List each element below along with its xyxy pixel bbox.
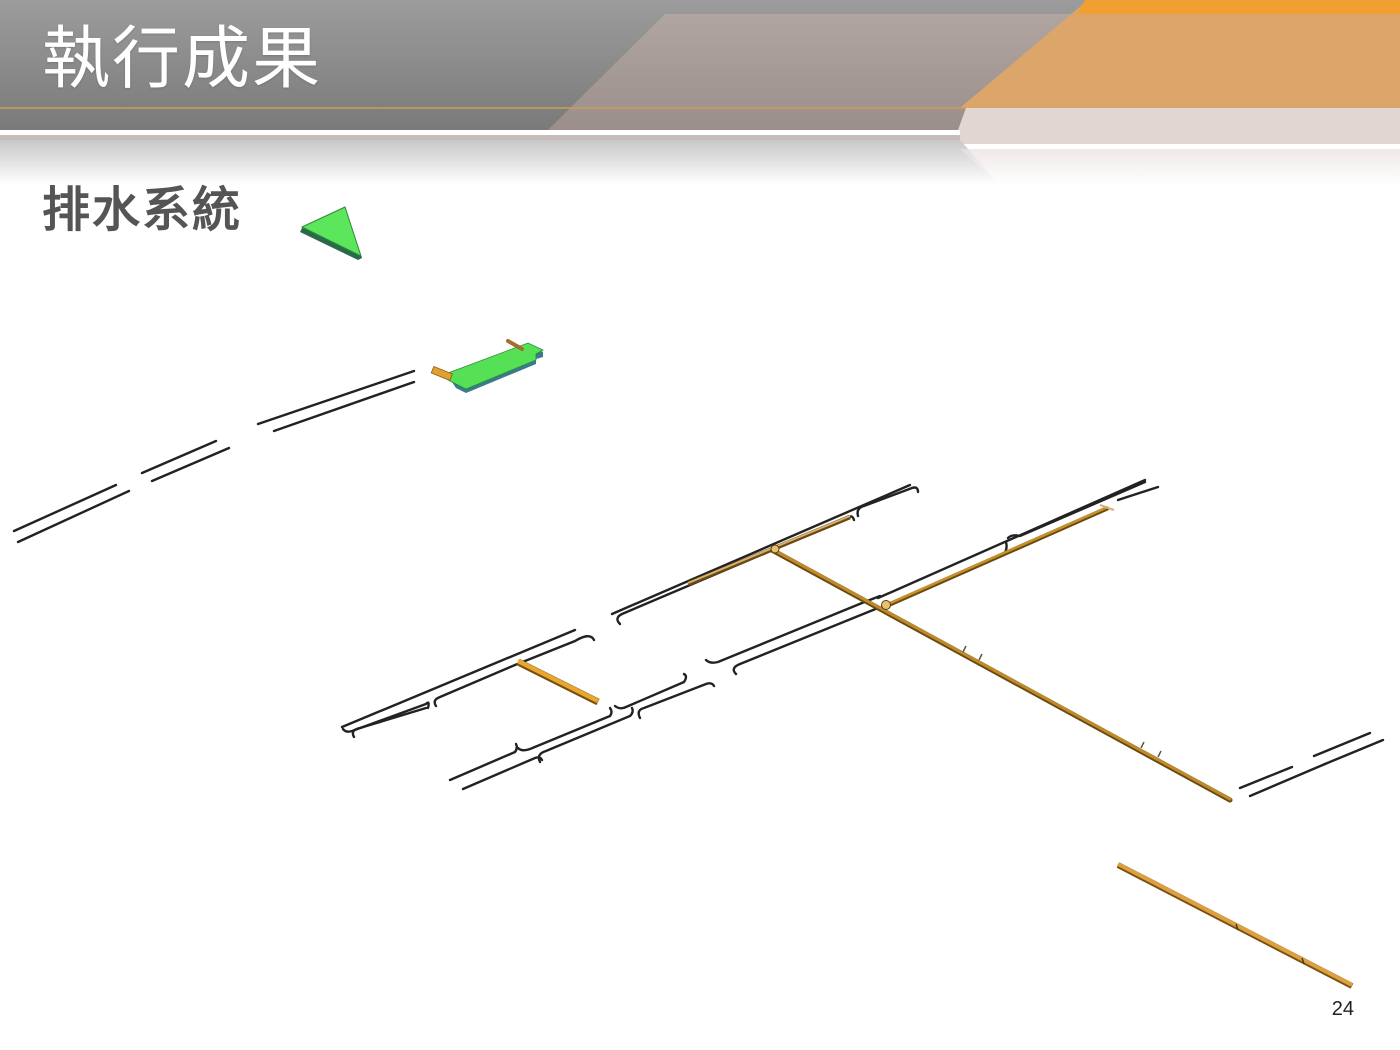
slide-subtitle: 排水系統 — [42, 182, 243, 238]
drain-pipes — [516, 504, 1354, 989]
drain-slab — [430, 339, 544, 393]
ditch-edges-upper-left — [12, 369, 416, 544]
ditch-edges-middle — [340, 478, 1160, 791]
ditch-edges-right — [1238, 731, 1385, 798]
page-number: 24 — [1331, 998, 1354, 1020]
slide-title: 執行成果 — [42, 20, 323, 99]
north-arrow-icon — [300, 206, 362, 260]
header-decoration — [0, 0, 1400, 185]
slide-header: 執行成果 — [0, 0, 1400, 200]
